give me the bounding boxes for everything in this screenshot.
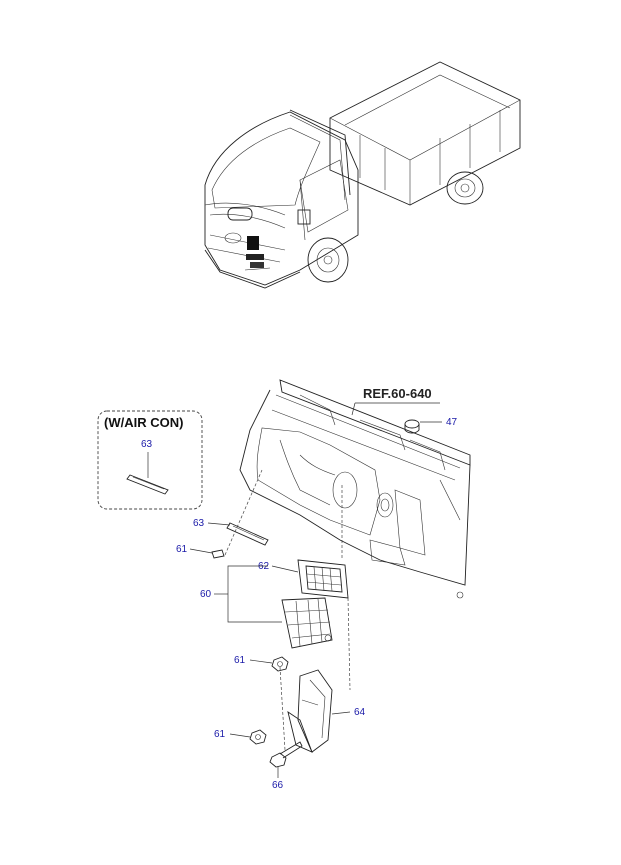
callout-61-middle: 61 — [234, 655, 246, 666]
truck-illustration — [204, 61, 521, 289]
bolt-66: 66 — [269, 741, 303, 791]
callout-66: 66 — [272, 780, 284, 791]
air-con-note-label: (W/AIR CON) — [104, 415, 183, 430]
duct-64: 64 — [287, 669, 366, 753]
callout-61-upper: 61 — [176, 544, 188, 555]
callout-64: 64 — [354, 707, 366, 718]
callout-62: 62 — [258, 561, 270, 572]
callout-63: 63 — [193, 518, 205, 529]
grommet-47: 47 — [404, 417, 458, 434]
gasket-63: 63 — [193, 518, 269, 546]
filter-grille-62: 62 — [258, 559, 349, 599]
callout-63-inset: 63 — [141, 439, 153, 450]
ref-text: REF.60-640 — [363, 386, 432, 401]
callout-60: 60 — [200, 589, 212, 600]
nut-61-lower: 61 — [214, 729, 267, 745]
assembly-axis-line — [341, 485, 351, 691]
nut-61-middle: 61 — [234, 655, 289, 672]
air-con-note-box: (W/AIR CON) 63 — [97, 410, 203, 510]
dash-panel-assembly — [239, 379, 471, 599]
blower-unit-60: 60 — [200, 565, 333, 649]
callout-47: 47 — [446, 417, 458, 428]
gasket-63-inset — [126, 474, 169, 495]
highlight-blower-location — [247, 236, 259, 250]
callout-61-lower: 61 — [214, 729, 226, 740]
reference-label: REF.60-640 — [351, 386, 440, 416]
clip-61-upper: 61 — [176, 544, 225, 559]
